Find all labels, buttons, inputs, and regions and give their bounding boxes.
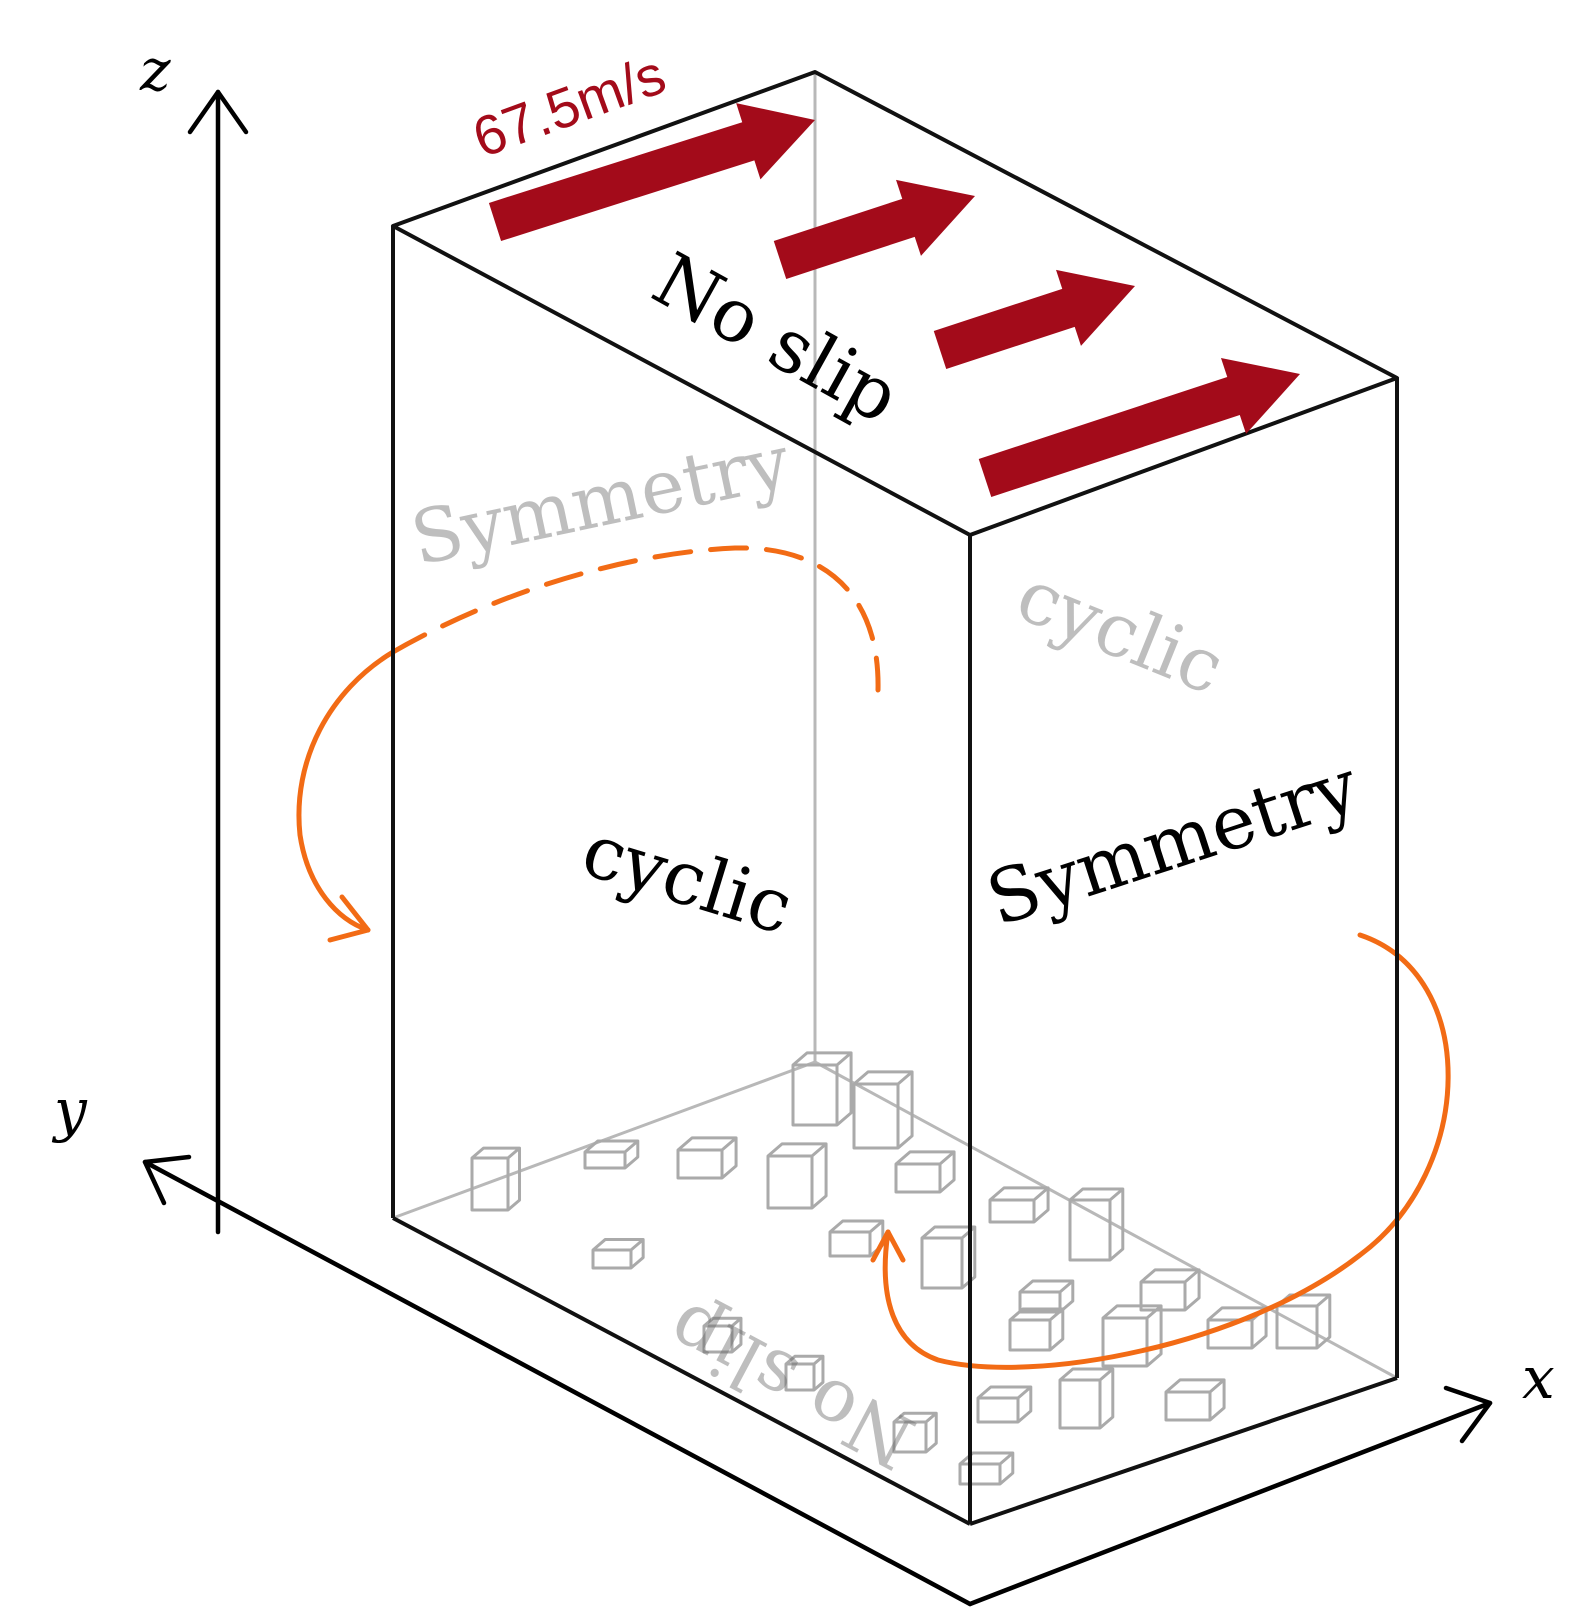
roughness-block bbox=[470, 1146, 522, 1212]
bottom-front-right-edge bbox=[969, 1376, 1398, 1526]
top-face-label-group: No slip bbox=[639, 237, 913, 441]
front-left-face-label: cyclic bbox=[573, 807, 802, 952]
y-axis-label: y bbox=[51, 1076, 88, 1144]
roughness-block bbox=[702, 1316, 743, 1354]
roughness-block bbox=[892, 1411, 938, 1454]
z-axis-arrowhead bbox=[187, 89, 249, 135]
velocity-label: 67.5m/s bbox=[465, 42, 674, 169]
velocity-arrow bbox=[488, 103, 815, 242]
roughness-block bbox=[958, 1451, 1015, 1486]
cyclic-arrow-right-curve bbox=[882, 932, 1451, 1370]
velocity-arrow bbox=[773, 179, 975, 280]
back-left-face-label: Symmetry bbox=[404, 419, 797, 583]
roughness-block bbox=[1008, 1307, 1065, 1352]
roughness-block bbox=[1058, 1367, 1115, 1430]
bottom-front-left-edge bbox=[392, 1216, 971, 1526]
z-axis-label: z bbox=[139, 36, 171, 104]
back-left-face-label-group: Symmetry bbox=[404, 419, 797, 583]
front-right-face-label: Symmetry bbox=[977, 743, 1369, 943]
x-axis-label: x bbox=[1522, 1344, 1555, 1412]
cyclic-arrows bbox=[296, 545, 1451, 1370]
roughness-block bbox=[988, 1186, 1050, 1224]
cyclic-arrow-right-head bbox=[870, 1229, 906, 1263]
roughness-block bbox=[591, 1238, 645, 1270]
front-right-face-label-group: Symmetry bbox=[977, 743, 1369, 943]
velocity-arrow bbox=[978, 357, 1300, 497]
roughness-block bbox=[1101, 1304, 1163, 1368]
x-axis-arrowhead bbox=[1443, 1385, 1493, 1444]
front-left-face-label-group: cyclic bbox=[573, 807, 802, 952]
velocity-arrow bbox=[933, 269, 1135, 370]
back-right-face-label: cyclic bbox=[1005, 552, 1235, 712]
roughness-block bbox=[766, 1142, 828, 1210]
x-axis-line bbox=[967, 1400, 1493, 1607]
back-right-face-label-group: cyclic bbox=[1005, 552, 1235, 712]
top-face-label: No slip bbox=[639, 237, 913, 441]
roughness-block bbox=[976, 1385, 1033, 1424]
roughness-block bbox=[1018, 1279, 1075, 1314]
y-axis-arrowhead bbox=[142, 1154, 192, 1206]
velocity-label-group: 67.5m/s bbox=[465, 42, 674, 169]
roughness-block bbox=[920, 1225, 977, 1290]
roughness-block bbox=[894, 1150, 956, 1194]
roughness-block bbox=[583, 1139, 640, 1170]
roughness-block bbox=[784, 1354, 825, 1392]
roughness-block bbox=[852, 1070, 914, 1150]
cyclic-arrow-back-dashed bbox=[390, 545, 881, 693]
domain-box-edges bbox=[391, 70, 1399, 1526]
roughness-block bbox=[828, 1219, 885, 1258]
roughness-block bbox=[1068, 1187, 1125, 1262]
cyclic-arrow-left-head bbox=[327, 894, 371, 943]
coordinate-axes bbox=[142, 89, 1493, 1607]
roughness-block bbox=[1164, 1378, 1226, 1422]
roughness-block bbox=[676, 1136, 738, 1180]
roughness-blocks bbox=[470, 1051, 1332, 1486]
roughness-block bbox=[1139, 1268, 1201, 1312]
cyclic-arrow-left-curve bbox=[296, 649, 396, 933]
roughness-block bbox=[791, 1051, 853, 1127]
y-axis-line bbox=[142, 1159, 973, 1607]
velocity-arrows bbox=[488, 103, 1300, 497]
